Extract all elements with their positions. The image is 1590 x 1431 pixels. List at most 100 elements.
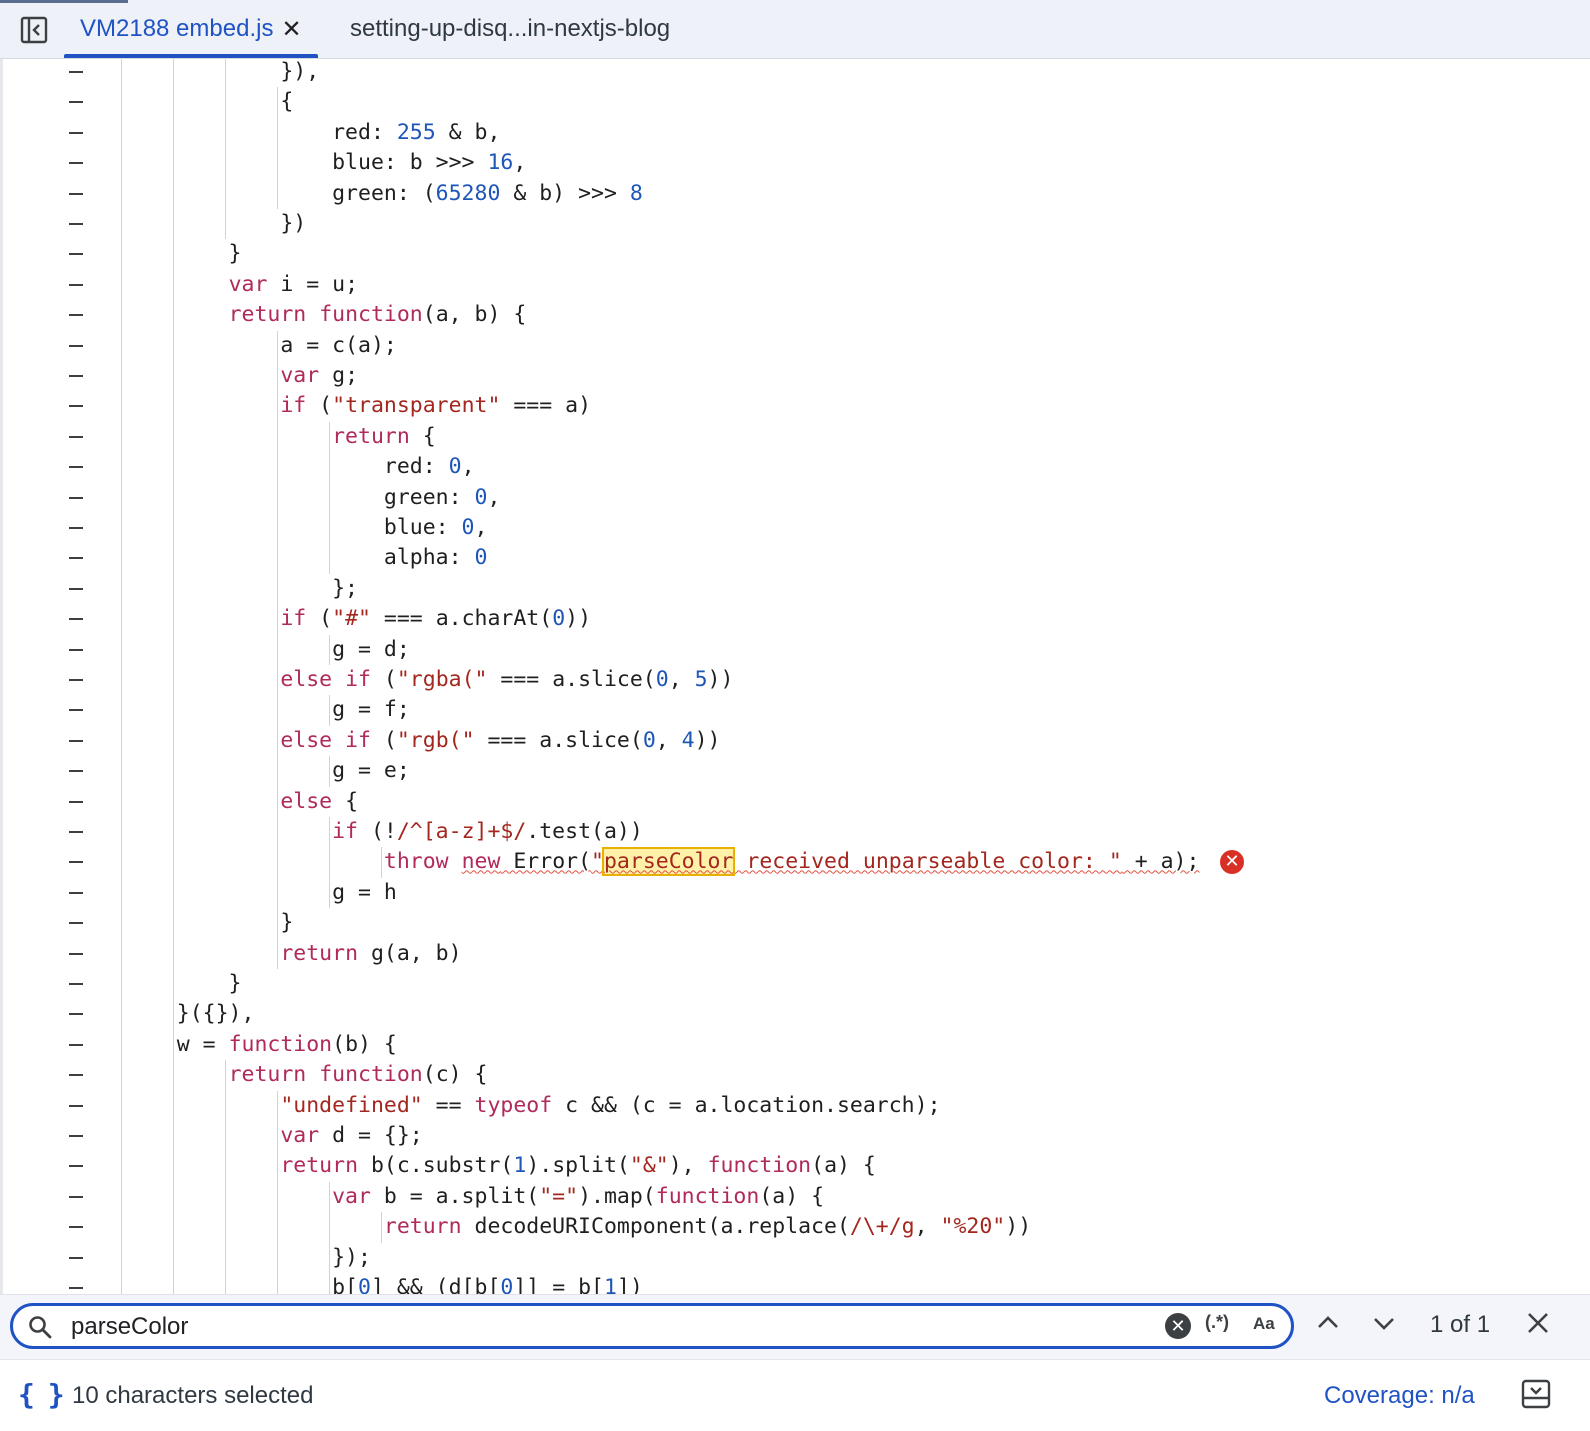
indent-guide	[381, 847, 382, 878]
search-input[interactable]	[69, 1310, 1153, 1344]
gutter-marker[interactable]	[69, 162, 83, 165]
active-tab-indicator	[64, 54, 318, 58]
gutter-marker[interactable]	[69, 983, 83, 985]
indent-guide	[381, 1212, 382, 1243]
code-line: }	[125, 910, 294, 936]
gutter-marker[interactable]	[69, 131, 83, 134]
code-line: red: 255 & b,	[125, 119, 501, 145]
tab-blog-page[interactable]: setting-up-disq...in-nextjs-blog	[350, 0, 670, 58]
search-field: ✕ (.*) Aa	[10, 1303, 1294, 1349]
indent-guide	[277, 330, 278, 969]
code-line: return function(c) {	[228, 1062, 488, 1088]
regex-toggle-button[interactable]: (.*)	[1205, 1312, 1229, 1332]
error-icon[interactable]: ✕	[1220, 850, 1244, 875]
code-line: return b(c.substr(1).split("&"), functio…	[280, 1153, 876, 1179]
tab-embed-js[interactable]: VM2188 embed.js ✕	[64, 0, 318, 58]
gutter-marker[interactable]	[69, 253, 83, 256]
code-line: return g(a, b)	[280, 940, 462, 966]
gutter-marker[interactable]	[69, 831, 83, 833]
gutter-marker[interactable]	[69, 1104, 83, 1107]
gutter-marker[interactable]	[69, 466, 83, 469]
gutter-marker[interactable]	[69, 770, 83, 773]
gutter-marker[interactable]	[69, 1165, 83, 1168]
gutter-marker[interactable]	[69, 192, 83, 195]
gutter-marker[interactable]	[69, 435, 83, 438]
close-icon[interactable]	[1524, 1309, 1552, 1337]
chevron-down-icon[interactable]	[1370, 1309, 1398, 1337]
indent-guide	[329, 634, 330, 665]
gutter-marker[interactable]	[69, 891, 83, 894]
gutter-marker[interactable]	[69, 952, 83, 955]
code-line: if ("#" === a.charAt(0))	[280, 606, 592, 632]
gutter-marker[interactable]	[69, 1287, 83, 1289]
indent-guide	[173, 59, 174, 1304]
selection-info: 10 characters selected	[72, 1382, 314, 1409]
code-line: else {	[280, 788, 359, 814]
gutter-marker[interactable]	[69, 314, 83, 317]
gutter-marker[interactable]	[69, 1043, 83, 1046]
match-count: 1 of 1	[1430, 1311, 1491, 1338]
code-line: var b = a.split("=").map(function(a) {	[332, 1183, 825, 1209]
gutter-marker[interactable]	[69, 344, 83, 347]
close-icon[interactable]: ✕	[281, 15, 302, 43]
gutter-marker[interactable]	[69, 101, 83, 104]
code-line: }),	[125, 59, 320, 84]
gutter-marker[interactable]	[69, 1135, 83, 1137]
match-case-button[interactable]: Aa	[1253, 1314, 1275, 1333]
code-line: g = f;	[125, 697, 410, 723]
gutter-marker[interactable]	[69, 557, 83, 560]
indent-guide	[277, 87, 278, 209]
indent-guide	[277, 1090, 278, 1304]
gutter-marker[interactable]	[69, 679, 83, 681]
clear-icon[interactable]: ✕	[1165, 1313, 1191, 1339]
gutter-marker[interactable]	[69, 648, 83, 651]
code-line: return {	[332, 423, 436, 449]
indent-guide	[329, 695, 330, 726]
gutter-marker[interactable]	[69, 587, 83, 590]
code-line: a = c(a);	[125, 332, 397, 358]
gutter-marker[interactable]	[69, 375, 83, 377]
drawer-icon[interactable]	[1520, 1378, 1552, 1410]
gutter-marker[interactable]	[69, 861, 83, 864]
pretty-print-icon[interactable]: { }	[18, 1378, 65, 1411]
code-line: }	[125, 971, 242, 996]
code-editor[interactable]: }), { red: 255 & b, blue: b >>> 16, gree…	[0, 59, 1590, 1309]
code-line: blue: 0,	[125, 515, 488, 540]
panel-toggle-icon[interactable]	[20, 16, 48, 44]
indent-guide	[121, 59, 122, 1304]
gutter-marker[interactable]	[69, 405, 83, 408]
code-line: g = d;	[125, 636, 410, 662]
gutter-marker[interactable]	[69, 71, 83, 73]
indent-guide	[329, 756, 330, 787]
gutter-marker[interactable]	[69, 283, 83, 286]
code-line: }	[125, 241, 242, 267]
gutter-marker[interactable]	[69, 922, 83, 925]
indent-guide	[225, 59, 226, 240]
gutter-marker[interactable]	[69, 1074, 83, 1077]
tab-label: VM2188 embed.js	[80, 15, 274, 42]
code-line: blue: b >>> 16,	[125, 150, 527, 176]
gutter-marker[interactable]	[69, 1226, 83, 1229]
gutter-marker[interactable]	[69, 709, 83, 712]
gutter-marker[interactable]	[69, 527, 83, 529]
code-line: {	[125, 89, 294, 115]
code-line: else if ("rgba(" === a.slice(0, 5))	[280, 667, 734, 692]
code-line: throw new Error("parseColor received unp…	[383, 847, 1200, 877]
indent-guide	[329, 1181, 330, 1304]
code-line: return decodeURIComponent(a.replace(/\+/…	[383, 1214, 1032, 1240]
indent-guide	[329, 817, 330, 909]
gutter-marker[interactable]	[69, 496, 83, 499]
gutter-marker[interactable]	[69, 1195, 83, 1198]
gutter-marker[interactable]	[69, 1256, 83, 1259]
gutter-marker[interactable]	[69, 739, 83, 742]
coverage-link[interactable]: Coverage: n/a	[1324, 1382, 1475, 1409]
code-line: if (!/^[a-z]+$/.test(a))	[332, 819, 643, 844]
gutter-marker[interactable]	[69, 618, 83, 621]
chevron-up-icon[interactable]	[1314, 1309, 1342, 1337]
code-line: if ("transparent" === a)	[280, 393, 592, 419]
gutter-marker[interactable]	[69, 800, 83, 803]
gutter-marker[interactable]	[69, 223, 83, 225]
code-line: g = h	[125, 879, 397, 905]
gutter-marker[interactable]	[69, 1013, 83, 1016]
code-line: return function(a, b) {	[228, 302, 527, 328]
